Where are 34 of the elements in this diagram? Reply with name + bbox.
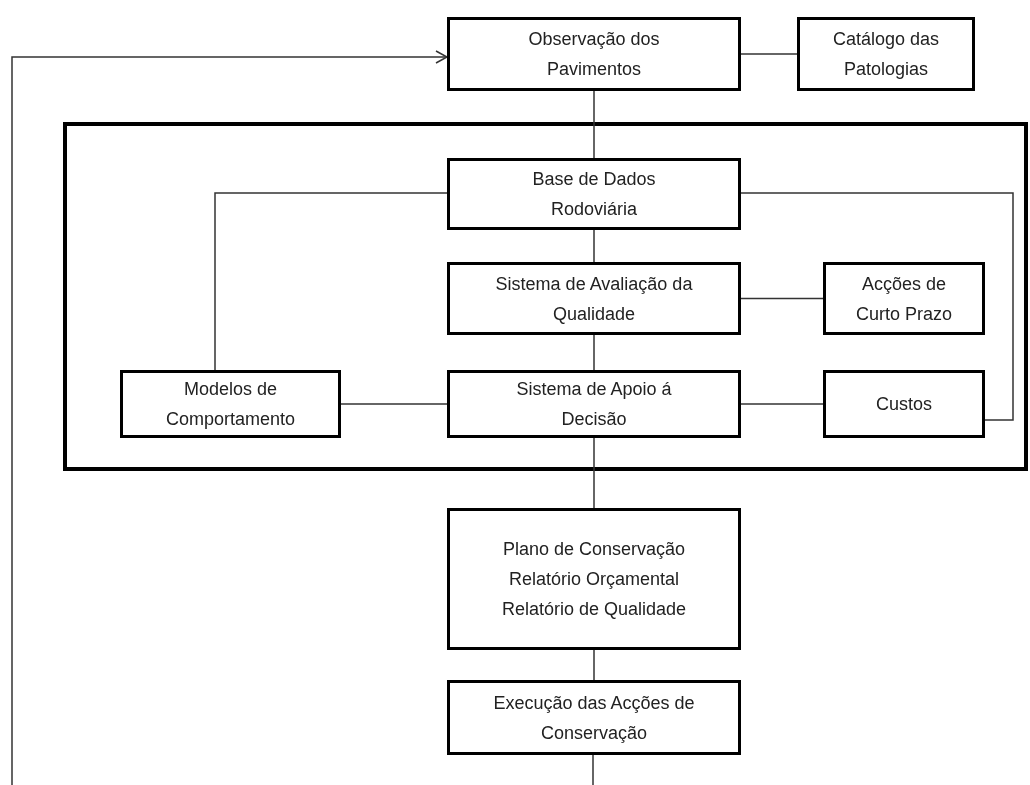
process-box bbox=[823, 262, 985, 335]
connector-line bbox=[593, 229, 595, 263]
group-frame bbox=[63, 122, 1028, 471]
connector-line bbox=[740, 297, 824, 300]
arrow bbox=[11, 50, 448, 785]
box-label: Observação dos Pavimentos bbox=[527, 28, 661, 81]
box-label: Base de Dados Rodoviária bbox=[531, 168, 657, 221]
box-label: Plano de Conservação Relatório Orçamental Relatório de Qualidade bbox=[500, 538, 688, 621]
box-label: Acções de Curto Prazo bbox=[854, 272, 953, 326]
process-box bbox=[120, 370, 341, 438]
process-box bbox=[823, 370, 985, 438]
box-label: Catálogo das Patologias bbox=[831, 28, 941, 81]
box-label: Modelos de Comportamento bbox=[164, 378, 297, 431]
connector-line bbox=[592, 754, 594, 785]
process-box bbox=[447, 370, 741, 438]
process-box bbox=[797, 17, 975, 91]
box-label: Custos bbox=[875, 393, 933, 416]
process-box bbox=[447, 158, 741, 230]
connector-line bbox=[593, 437, 595, 509]
connector-line bbox=[593, 90, 595, 159]
process-box bbox=[447, 508, 741, 650]
box-label: Sistema de Avaliação da Qualidade bbox=[494, 272, 694, 326]
process-box bbox=[447, 17, 741, 91]
connector-line bbox=[740, 192, 1014, 421]
box-label: Sistema de Apoio á Decisão bbox=[515, 378, 673, 431]
connector-line bbox=[740, 403, 824, 405]
connector-line bbox=[593, 649, 595, 681]
process-box bbox=[447, 262, 741, 335]
process-box bbox=[447, 680, 741, 755]
connector-line bbox=[740, 53, 798, 55]
connector-line bbox=[214, 192, 448, 371]
box-label: Execução das Acções de Conservação bbox=[492, 691, 696, 745]
connector-line bbox=[593, 334, 595, 371]
connector-line bbox=[340, 403, 448, 405]
